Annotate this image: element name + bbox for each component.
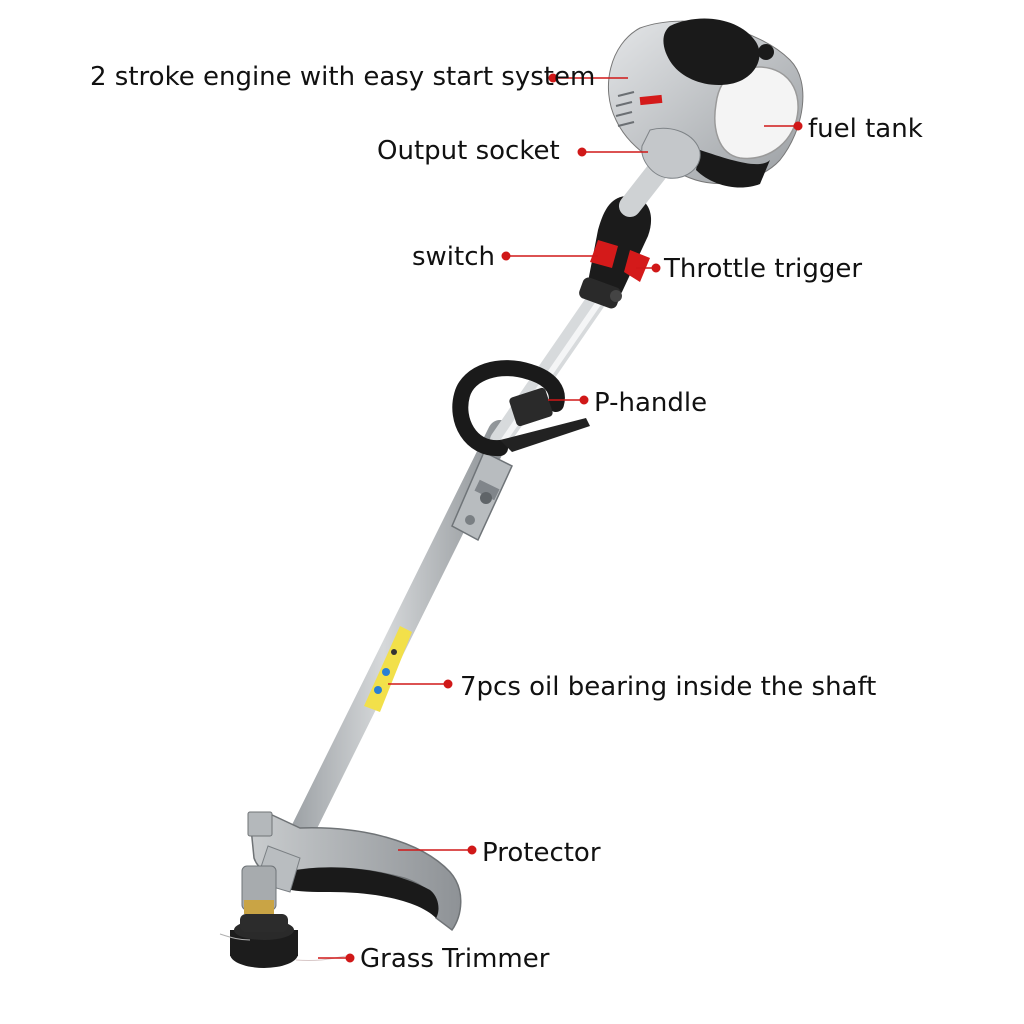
shaft-coupling	[451, 450, 513, 542]
leader-dot-oil-bearing	[443, 679, 453, 689]
leader-dot-p-handle	[579, 395, 589, 405]
throttle-grip	[579, 196, 652, 309]
label-p-handle: P-handle	[594, 388, 708, 418]
label-protector: Protector	[482, 838, 601, 868]
gearhead	[241, 845, 301, 914]
label-oil-bearing: 7pcs oil bearing inside the shaft	[460, 672, 877, 702]
label-grass-trimmer: Grass Trimmer	[360, 944, 550, 974]
leader-dot-throttle	[651, 263, 661, 273]
p-handle	[452, 360, 590, 456]
label-engine: 2 stroke engine with easy start system	[90, 62, 596, 92]
engine	[608, 18, 804, 188]
leader-dot-grass-trimmer	[345, 953, 355, 963]
leader-dot-output-socket	[577, 147, 587, 157]
leader-dot-fuel-tank	[793, 121, 803, 131]
leader-dot-switch	[501, 251, 511, 261]
label-output-socket: Output socket	[377, 136, 560, 166]
leader-dot-engine	[548, 73, 558, 83]
label-throttle-trigger: Throttle trigger	[664, 254, 863, 284]
leader-dot-protector	[467, 845, 477, 855]
label-switch: switch	[412, 242, 496, 272]
trimmer-head	[219, 914, 347, 968]
warning-label	[364, 626, 412, 712]
label-fuel-tank: fuel tank	[808, 114, 923, 144]
